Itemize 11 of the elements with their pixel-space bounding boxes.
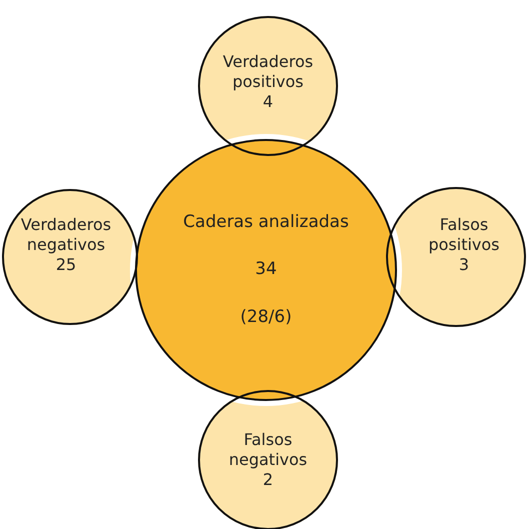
circle-text: Caderas analizadas: [183, 212, 349, 234]
circle-text: 25: [54, 255, 78, 275]
circle-text: Falsos positivos: [427, 215, 501, 255]
circle-text: 3: [458, 255, 470, 275]
circle-text: Verdaderos positivos: [222, 52, 314, 92]
circle-text: Falsos negativos: [228, 430, 308, 470]
circle-text: 34: [255, 259, 277, 281]
circle-text: (28/6): [240, 306, 292, 328]
circle-text: 4: [262, 92, 274, 112]
circle-text: Verdaderos negativos: [20, 215, 112, 255]
circle-text: 2: [262, 470, 274, 490]
